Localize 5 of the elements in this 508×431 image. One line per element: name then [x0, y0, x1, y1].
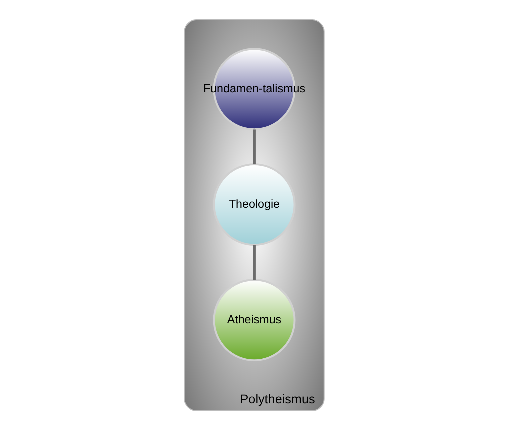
node-circle: Atheismus	[212, 279, 296, 362]
connector	[252, 245, 256, 280]
node-label: Fundamen-talismus	[202, 82, 306, 96]
node-circle: Theologie	[212, 164, 296, 246]
connector	[252, 130, 256, 165]
